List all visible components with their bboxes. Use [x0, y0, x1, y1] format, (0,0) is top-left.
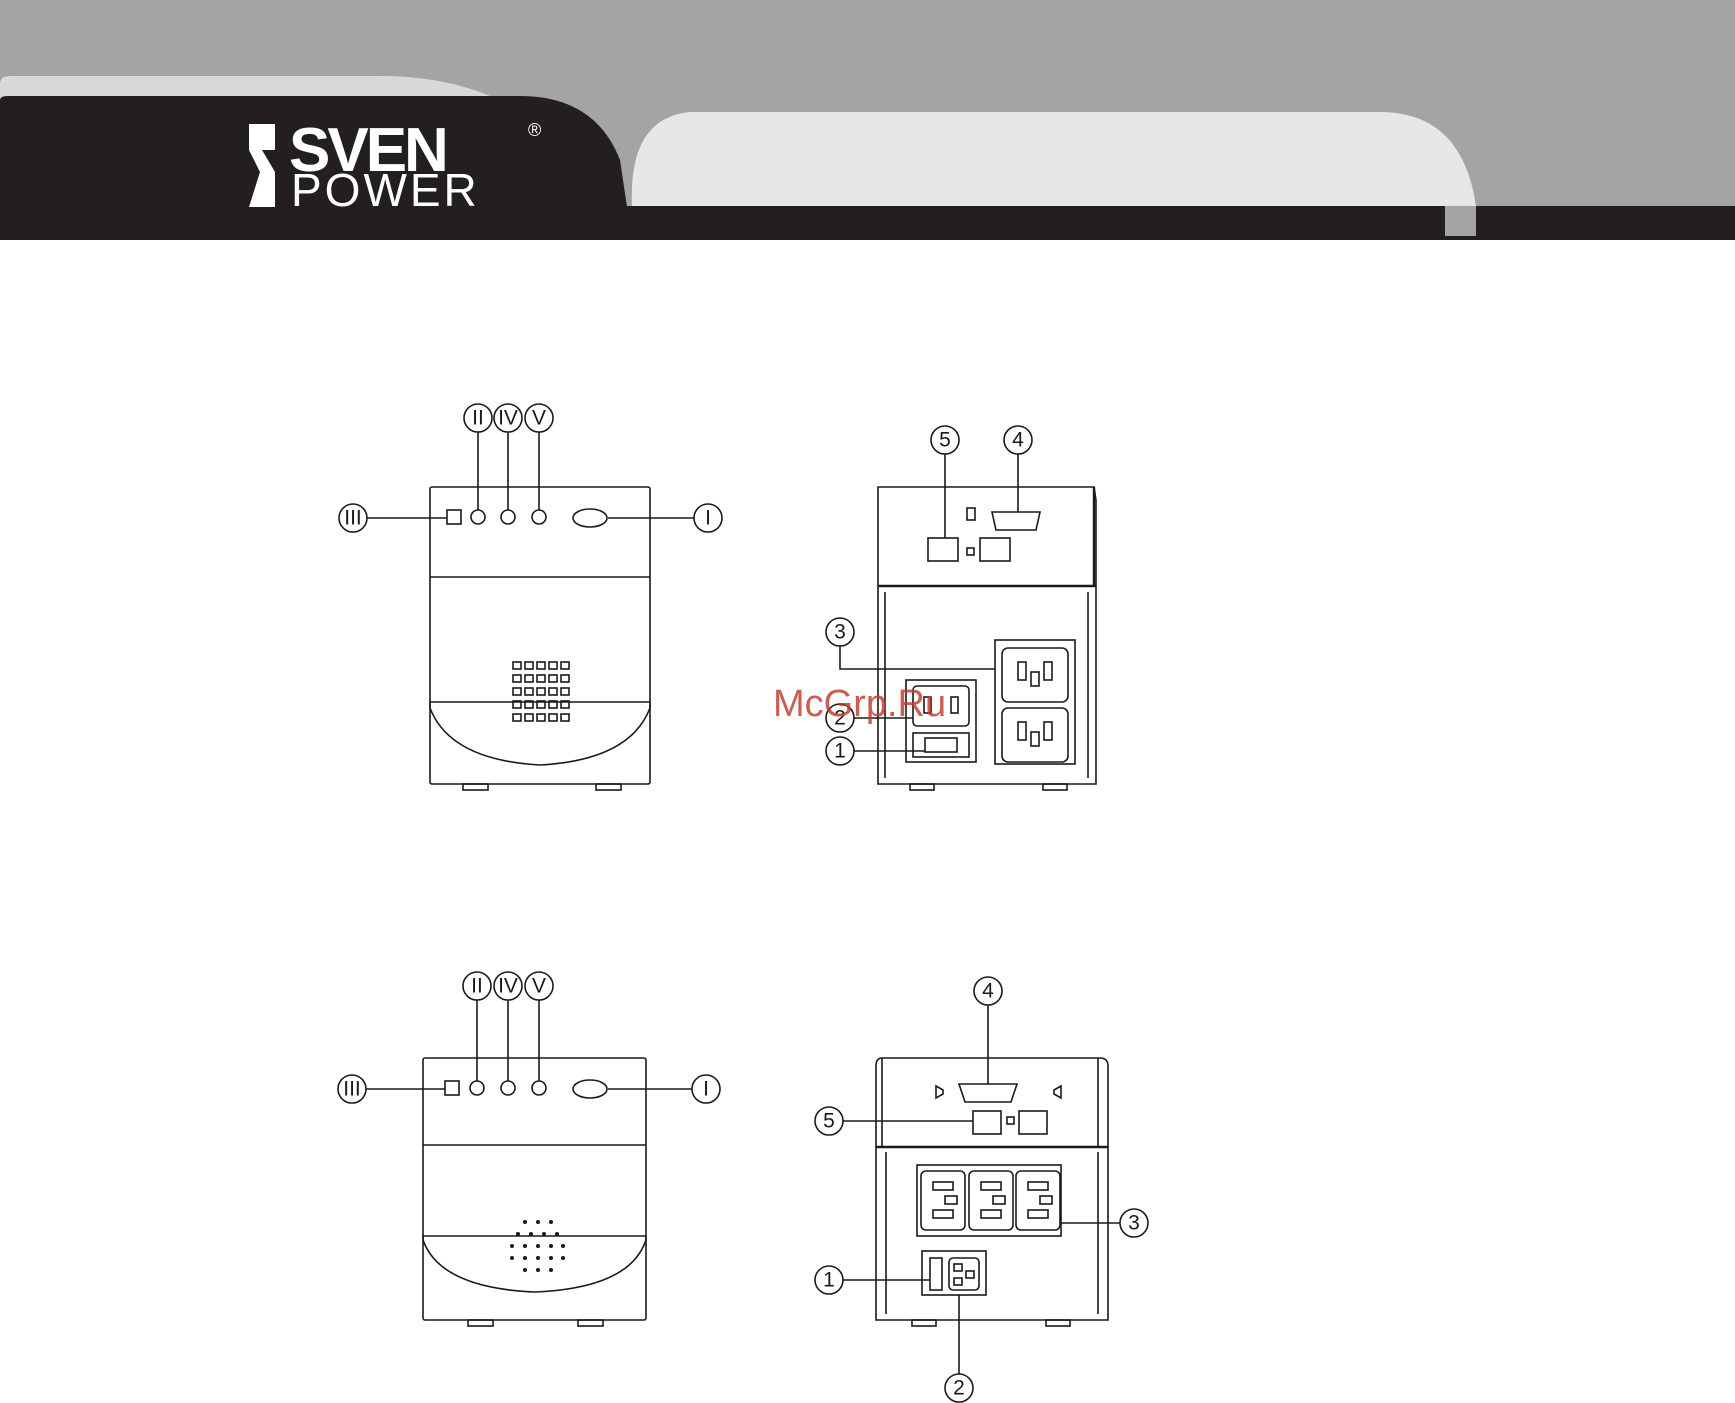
- brand-name-line2: POWER: [291, 164, 480, 216]
- rear-label-5: 5: [823, 1110, 835, 1133]
- rear-label-3: 3: [1128, 1212, 1140, 1235]
- network-port-out: [1019, 1111, 1047, 1134]
- callout-ii: II: [464, 404, 492, 510]
- ups-front-view-2: I III II IV V: [338, 972, 720, 1326]
- outlet-top: [1002, 648, 1068, 702]
- callout-label-iii: III: [343, 1078, 361, 1101]
- rear-foot-right: [1043, 784, 1067, 790]
- header-bottom-rule: [0, 236, 1735, 240]
- indicator-led-v: [532, 510, 546, 524]
- network-port-in: [928, 538, 958, 561]
- rear-callout-2: 2: [945, 1295, 973, 1402]
- outlet-3: [1016, 1171, 1060, 1230]
- rear-foot-right: [1046, 1320, 1070, 1326]
- rear-callout-4: 4: [1004, 426, 1032, 512]
- front-chassis: [423, 1058, 646, 1320]
- rear-callout-5: 5: [931, 426, 959, 538]
- serial-port: [992, 512, 1040, 530]
- rear-callout-1: 1: [815, 1266, 930, 1294]
- callout-label-v: V: [532, 407, 546, 430]
- rear-label-1: 1: [834, 740, 846, 763]
- indicator-led-ii: [471, 510, 485, 524]
- front-foot-right: [578, 1320, 603, 1326]
- header-bar-dark-right: [1476, 206, 1735, 240]
- port-small-b: [967, 548, 974, 555]
- callout-ii: II: [463, 972, 491, 1081]
- rear-chassis: [878, 487, 1096, 784]
- ups-rear-view-2: 4 5 3 1 2: [815, 977, 1148, 1402]
- network-port-in: [973, 1111, 1001, 1134]
- callout-i: I: [608, 504, 722, 532]
- callout-i: I: [608, 1075, 720, 1103]
- rear-label-4: 4: [982, 980, 994, 1003]
- rear-callout-4: 4: [974, 977, 1002, 1084]
- outlet-bottom: [1002, 708, 1068, 762]
- ventilation-grid: [513, 662, 569, 721]
- screw-left: [936, 1086, 943, 1098]
- indicator-led-iv: [501, 1081, 515, 1095]
- header-banner: SVEN POWER ®: [0, 0, 1735, 240]
- serial-port: [959, 1084, 1017, 1102]
- rear-callout-1: 1: [826, 737, 925, 765]
- indicator-led-iv: [501, 510, 515, 524]
- outlet-2: [969, 1171, 1013, 1230]
- front-bezel-curve: [430, 702, 650, 765]
- rear-foot-left: [912, 1320, 936, 1326]
- screw-right: [1054, 1086, 1061, 1098]
- indicator-led-v: [532, 1081, 546, 1095]
- power-button-i: [573, 1080, 607, 1098]
- callout-label-iii: III: [344, 507, 362, 530]
- callout-iv: IV: [494, 972, 522, 1081]
- callout-v: V: [525, 972, 553, 1081]
- callout-label-i: I: [705, 507, 711, 530]
- rear-label-1: 1: [823, 1269, 835, 1292]
- rear-label-2: 2: [953, 1377, 965, 1400]
- callout-label-v: V: [532, 975, 546, 998]
- registered-mark: ®: [528, 120, 541, 140]
- rear-label-4: 4: [1012, 429, 1024, 452]
- indicator-led-ii: [470, 1081, 484, 1095]
- front-foot-left: [463, 784, 488, 790]
- port-small-a: [967, 508, 975, 520]
- callout-label-ii: II: [471, 975, 483, 998]
- ups-rear-view-1: 5 4 3 2 1: [826, 426, 1096, 790]
- header-bar-dark: [600, 206, 1445, 240]
- indicator-square-iii: [447, 510, 461, 524]
- header-tab-light: [632, 112, 1476, 206]
- rear-foot-left: [910, 784, 934, 790]
- callout-label-ii: II: [472, 407, 484, 430]
- callout-label-i: I: [703, 1078, 709, 1101]
- callout-iii: III: [338, 1075, 445, 1103]
- rear-label-5: 5: [939, 429, 951, 452]
- rear-callout-5: 5: [815, 1107, 973, 1135]
- outlet-1: [921, 1171, 965, 1230]
- callout-v: V: [525, 404, 553, 510]
- indicator-square-iii: [445, 1081, 459, 1095]
- front-chassis: [430, 487, 650, 784]
- rear-callout-3: 3: [1061, 1209, 1148, 1237]
- speaker-holes: [510, 1220, 565, 1272]
- callout-label-iv: IV: [498, 407, 518, 430]
- ups-front-view-1: I III II IV V: [339, 404, 722, 790]
- front-foot-left: [468, 1320, 493, 1326]
- port-small: [1007, 1117, 1014, 1124]
- watermark-text: McGrp.Ru: [773, 683, 946, 725]
- rear-label-3: 3: [834, 621, 846, 644]
- callout-iv: IV: [494, 404, 522, 510]
- front-foot-right: [596, 784, 621, 790]
- power-button-i: [573, 509, 607, 527]
- front-bezel-curve: [423, 1236, 646, 1292]
- callout-label-iv: IV: [498, 975, 518, 998]
- circuit-breaker: [913, 733, 969, 757]
- rear-callout-3: 3: [826, 618, 995, 669]
- circuit-breaker: [930, 1258, 942, 1290]
- network-port-out: [980, 538, 1010, 561]
